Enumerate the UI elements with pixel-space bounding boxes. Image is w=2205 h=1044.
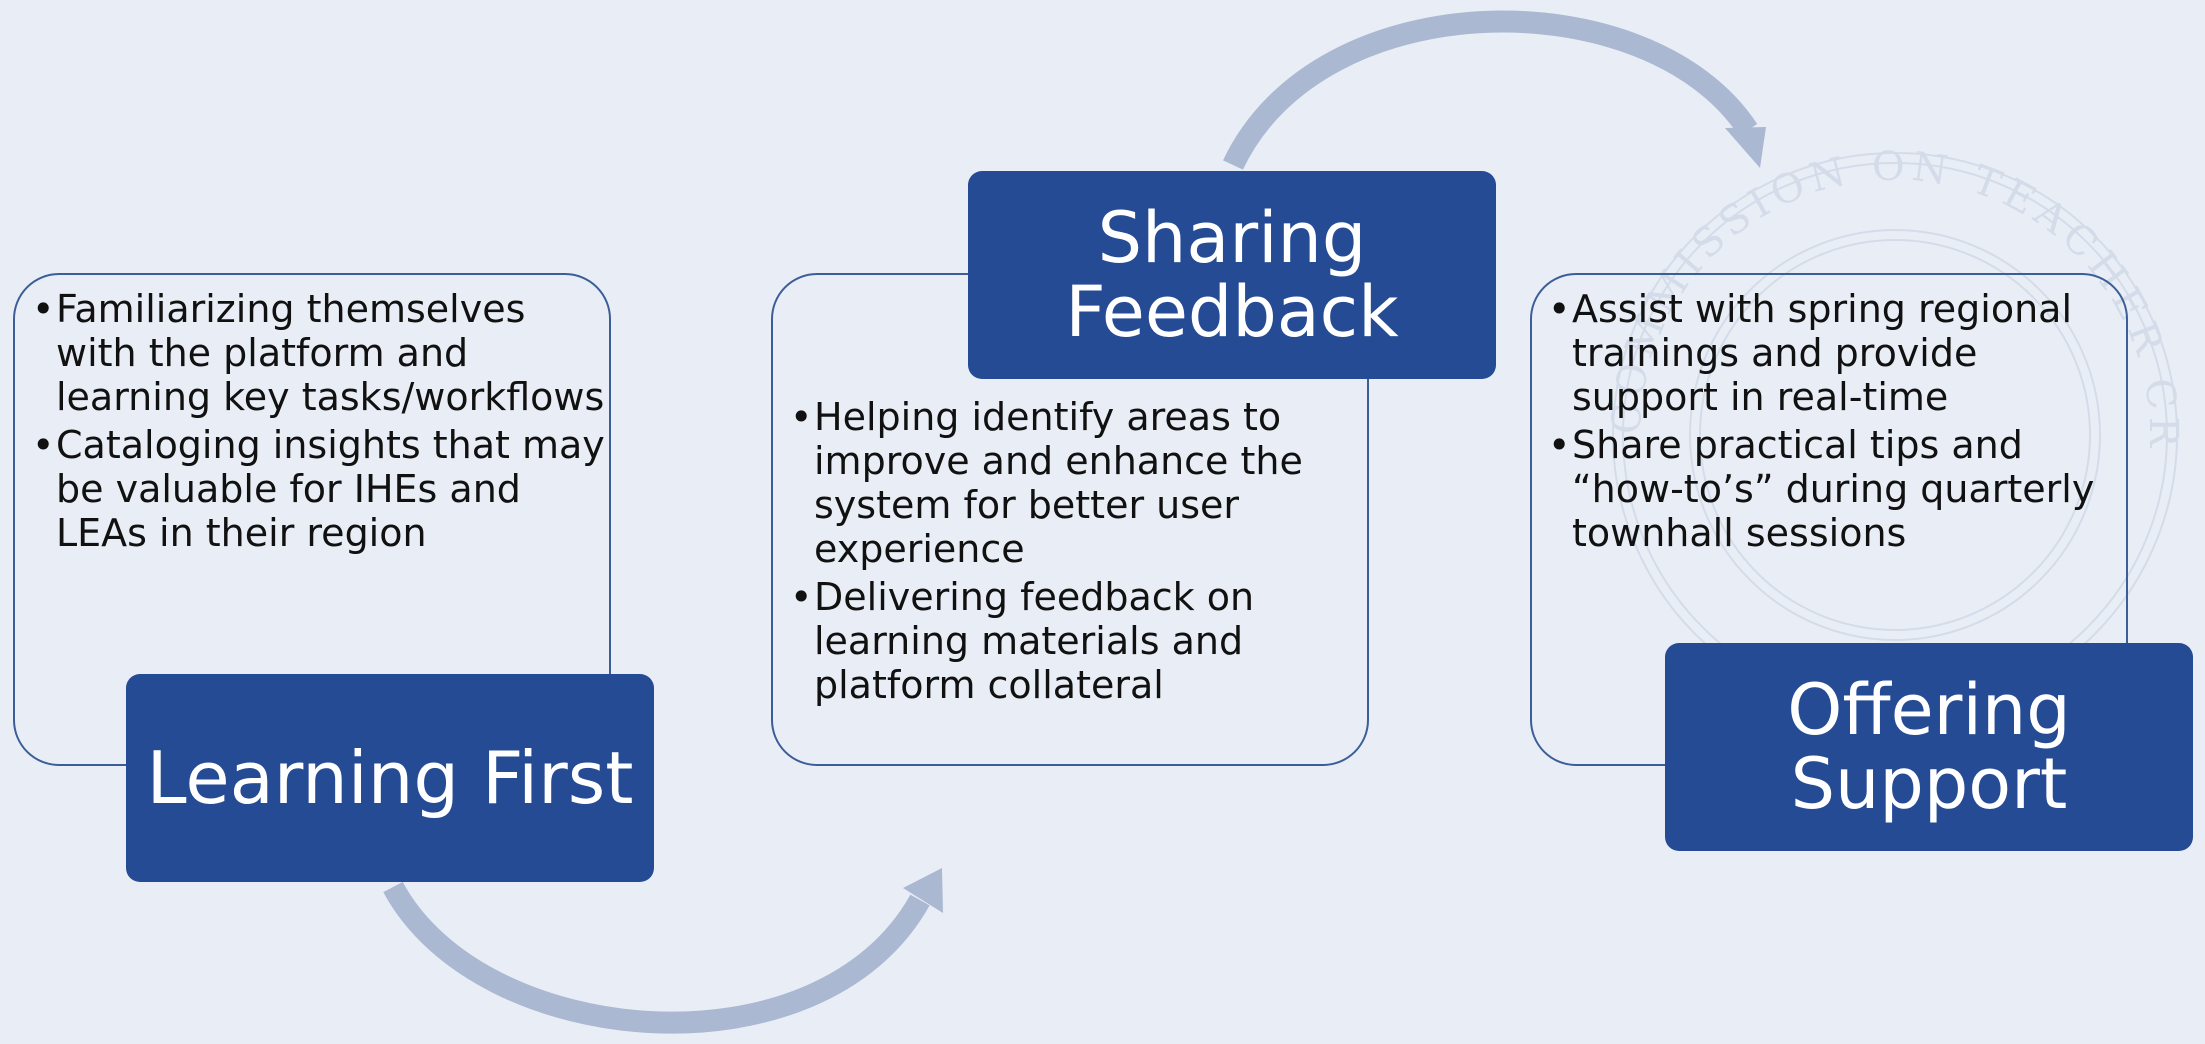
- step-1-title-box: Learning First: [126, 674, 654, 882]
- step-3-bullets: Assist with spring regional trainings an…: [1548, 287, 2108, 559]
- step-2-bullet-2: Delivering feedback on learning material…: [790, 575, 1350, 707]
- step-1-title: Learning First: [146, 736, 634, 820]
- step-3-bullet-2: Share practical tips and “how-to’s” duri…: [1548, 423, 2108, 555]
- step-2-title-line-1: Sharing: [1097, 197, 1367, 279]
- step-2-title-line-2: Feedback: [1065, 271, 1399, 353]
- step-1-bullet-2: Cataloging insights that may be valuable…: [32, 423, 607, 555]
- curved-arrow-top: [1223, 10, 1758, 170]
- step-1-bullets: Familiarizing themselves with the platfo…: [32, 287, 607, 559]
- step-3-title-box: Offering Support: [1665, 643, 2193, 851]
- arrowhead-top: [1725, 127, 1766, 168]
- step-2-bullets: Helping identify areas to improve and en…: [790, 395, 1350, 711]
- step-3-title-line-2: Support: [1790, 743, 2068, 825]
- step-2-bullet-1: Helping identify areas to improve and en…: [790, 395, 1350, 571]
- curved-arrow-bottom: [383, 881, 930, 1034]
- step-2-title-box: Sharing Feedback: [968, 171, 1496, 379]
- step-3-title-line-1: Offering: [1787, 669, 2071, 751]
- step-1-bullet-1: Familiarizing themselves with the platfo…: [32, 287, 607, 419]
- step-3-bullet-1: Assist with spring regional trainings an…: [1548, 287, 2108, 419]
- arrowhead-bottom: [903, 868, 943, 913]
